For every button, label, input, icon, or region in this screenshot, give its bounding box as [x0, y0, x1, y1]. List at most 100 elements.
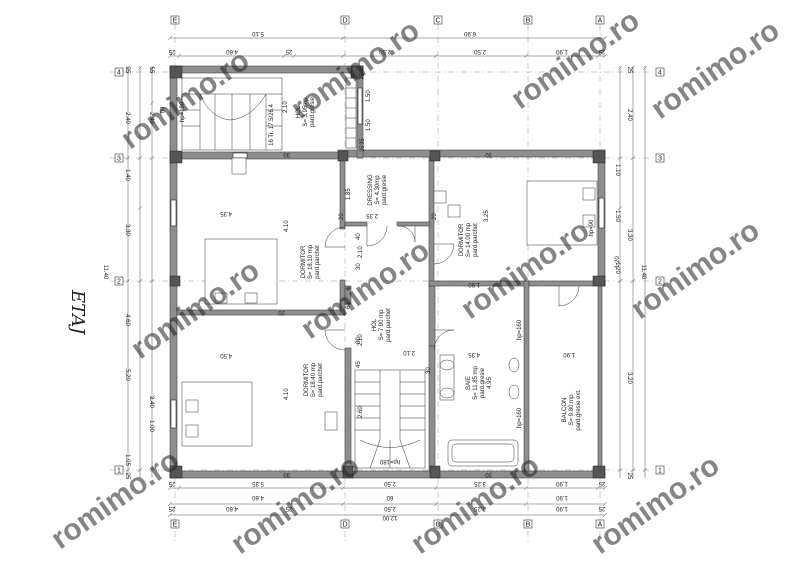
- room-dormitor-2: DORMITOR S= 14.00 mp pard.parchet: [459, 222, 479, 257]
- svg-text:HOL: HOL: [372, 318, 378, 331]
- svg-text:1.90: 1.90: [563, 351, 575, 357]
- svg-text:C: C: [435, 522, 440, 529]
- svg-text:HOL: HOL: [296, 105, 302, 118]
- svg-text:4.35: 4.35: [220, 210, 232, 216]
- svg-text:BALCON: BALCON: [562, 398, 568, 423]
- dim-left-outer-3: 1.40: [124, 169, 130, 181]
- svg-text:4.95: 4.95: [487, 377, 493, 389]
- furniture: [181, 157, 598, 467]
- dim-bottom-inner-1: 25: [168, 480, 175, 486]
- dim-left-outer-4: 3.30: [124, 224, 130, 236]
- axis-marker-a: A: [595, 15, 605, 25]
- svg-text:romimo.ro: romimo.ro: [585, 449, 725, 561]
- svg-text:romimo.ro: romimo.ro: [115, 44, 255, 156]
- svg-text:pard.gresie ext.: pard.gresie ext.: [576, 389, 582, 431]
- axis-marker-e-bottom: E: [170, 519, 180, 529]
- svg-text:C: C: [435, 18, 440, 25]
- dim-right-outer-2: 2.40: [626, 109, 632, 121]
- svg-text:pard.parchet: pard.parchet: [386, 308, 392, 342]
- svg-text:pard.gresie: pard.gresie: [480, 367, 486, 398]
- columns: [169, 65, 606, 479]
- dim-right-outer-1: 25: [626, 67, 632, 74]
- room-hol-lower: HOL S= 7.90 mp pard.parchet: [372, 308, 392, 342]
- svg-text:3: 3: [117, 156, 121, 163]
- dim-top-outer-1: 5.10: [252, 30, 264, 36]
- svg-text:45: 45: [356, 361, 362, 368]
- dim-bottom-inner-4: 3.25: [474, 480, 486, 486]
- svg-text:30: 30: [485, 151, 492, 157]
- upper-staircase: [181, 77, 283, 151]
- room-dressing: DRESSING S= 4.30mp pard.gresie: [368, 174, 388, 206]
- axis-marker-3: 3: [114, 153, 124, 163]
- svg-text:2.35: 2.35: [366, 212, 378, 218]
- svg-text:2.10: 2.10: [358, 334, 364, 346]
- dim-right-outer-8: 25: [626, 473, 632, 480]
- dim-left-outer-2: 2.40: [124, 112, 130, 124]
- svg-text:2.10: 2.10: [283, 101, 289, 113]
- svg-text:DORMITOR: DORMITOR: [459, 223, 465, 256]
- svg-text:40: 40: [356, 233, 362, 240]
- svg-text:A: A: [598, 18, 603, 25]
- svg-text:S= 7.90 mp: S= 7.90 mp: [379, 309, 385, 341]
- dim-bottom-outer-4: 2.50: [384, 505, 396, 511]
- dimension-texts: 5.10 6.90 25 4.60 25 2.50 2.50 1.90 25 2…: [102, 30, 646, 520]
- floor-title: ETAJ: [67, 289, 88, 336]
- svg-text:S= 9.80 mp: S= 9.80 mp: [569, 394, 575, 426]
- svg-text:romimo.ro: romimo.ro: [125, 254, 265, 366]
- dim-bottom-outer-3: 25: [285, 505, 292, 511]
- dim-bottom-total: 12.00: [382, 514, 398, 520]
- axis-marker-c: C: [433, 15, 443, 25]
- dim-right-outer-4: 3.30: [626, 229, 632, 241]
- svg-text:S= 3.95mp: S= 3.95mp: [303, 97, 309, 127]
- sink-1: [439, 359, 455, 371]
- axis-marker-1-right: 1: [655, 465, 665, 475]
- dim-bottom-inner-3: 2.50: [384, 480, 396, 486]
- svg-text:1.90: 1.90: [468, 281, 480, 287]
- axis-marker-4-right: 4: [655, 67, 665, 77]
- axis-marker-d: D: [340, 15, 350, 25]
- svg-text:1.50: 1.50: [366, 119, 372, 131]
- svg-text:B: B: [526, 522, 531, 529]
- dim-left-inner-5: 2.40: [148, 396, 154, 408]
- room-labels: HOL S= 3.95mp pard.gresie DRESSING S= 4.…: [180, 96, 595, 464]
- sink-2: [439, 387, 455, 399]
- svg-text:pard.gresie: pard.gresie: [310, 96, 316, 127]
- dim-left-inner-1: 55: [148, 67, 154, 74]
- svg-text:3: 3: [658, 156, 662, 163]
- svg-text:30: 30: [485, 471, 492, 477]
- axis-marker-3-right: 3: [655, 153, 665, 163]
- dim-bottom-inner-2: 5.35: [252, 480, 264, 486]
- axis-marker-2-right: 2: [655, 276, 665, 286]
- svg-text:2.60: 2.60: [358, 406, 364, 418]
- dim-right-total: 11.40: [640, 265, 646, 280]
- svg-text:2.10: 2.10: [403, 349, 415, 355]
- hp-label-lower-stair: hp=180: [379, 458, 400, 464]
- dim-right-outer-6: 1.20: [614, 262, 620, 274]
- dim-bottom-outer-1: 25: [168, 505, 175, 511]
- svg-text:S= 4.30mp: S= 4.30mp: [375, 175, 381, 205]
- svg-text:2: 2: [658, 279, 662, 286]
- svg-text:1.50: 1.50: [366, 90, 372, 102]
- svg-text:30: 30: [356, 263, 362, 270]
- room-dormitor-3: DORMITOR S= 18.40 mp pard.parchet: [304, 362, 324, 397]
- svg-text:3.25: 3.25: [484, 210, 490, 222]
- dim-bottom-outer-7: 25: [598, 505, 605, 511]
- svg-text:D: D: [342, 522, 347, 529]
- svg-text:pard.gresie: pard.gresie: [382, 174, 388, 205]
- axis-marker-d-bottom: D: [340, 519, 350, 529]
- svg-text:4.10: 4.10: [284, 220, 290, 232]
- dim-left-inner-4: 1.00: [148, 420, 154, 432]
- hp-label-bath-bottom: hp=160: [517, 407, 523, 428]
- svg-text:35: 35: [360, 145, 366, 152]
- svg-text:S= 18.40 mp: S= 18.40 mp: [311, 362, 317, 397]
- axis-marker-b: B: [523, 15, 533, 25]
- dim-left-inner-2: 60: [158, 107, 164, 114]
- dim-bottom-inner-6: 25: [598, 480, 605, 486]
- axis-marker-2: 2: [114, 276, 124, 286]
- svg-text:4.10: 4.10: [284, 388, 290, 400]
- svg-text:romimo.ro: romimo.ro: [225, 449, 365, 561]
- svg-text:romimo.ro: romimo.ro: [645, 14, 785, 126]
- svg-text:D: D: [342, 18, 347, 25]
- svg-text:E: E: [173, 522, 178, 529]
